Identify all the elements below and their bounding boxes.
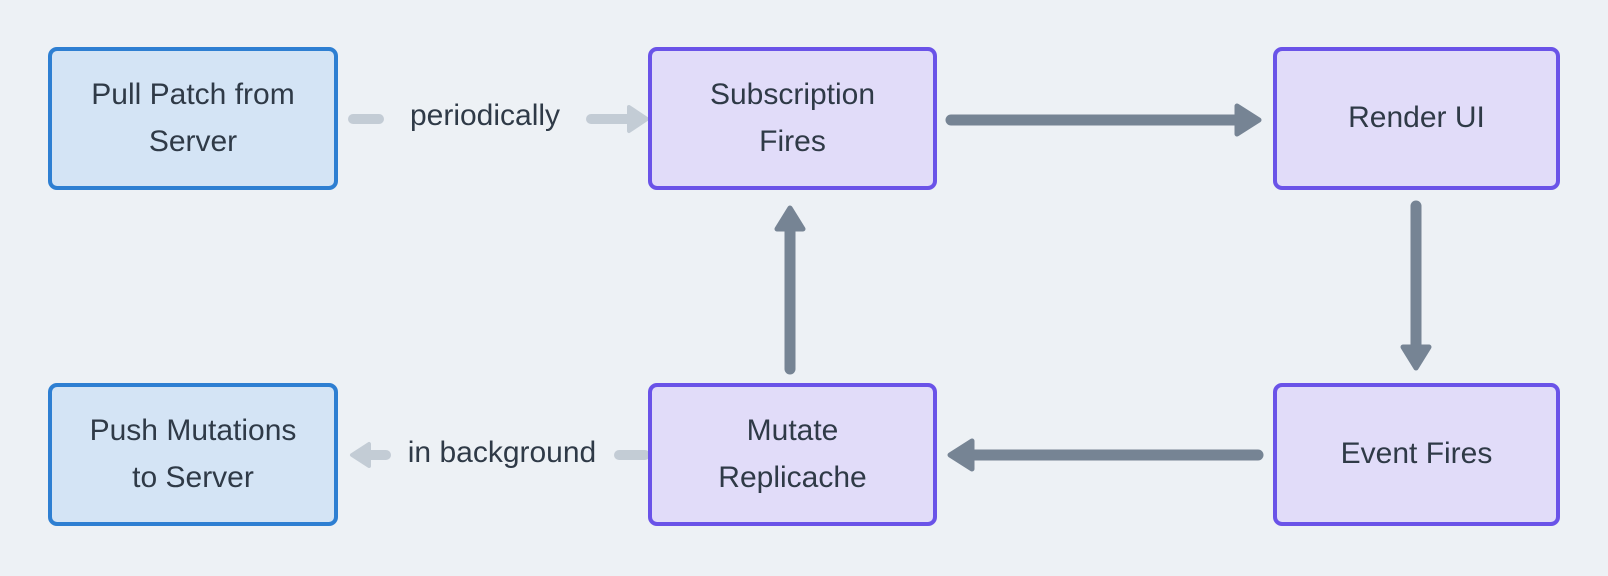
arrowhead-right-icon [1234, 103, 1262, 137]
edge-mutate-to-subscription [774, 205, 806, 375]
arrowhead-left-icon [947, 438, 975, 472]
node-mutate-replicache: Mutate Replicache [648, 383, 937, 526]
edge-event-to-mutate [947, 438, 1264, 472]
node-label: Pull Patch from Server [91, 78, 295, 158]
node-push-mutations-to-server: Push Mutations to Server [48, 383, 338, 526]
node-event-fires: Event Fires [1273, 383, 1560, 526]
edge-label-periodically: periodically [409, 99, 561, 132]
arrowhead-left-icon [350, 442, 371, 468]
arrowhead-up-icon [774, 205, 806, 232]
arrowhead-down-icon [1400, 344, 1432, 371]
node-subscription-fires: Subscription Fires [648, 47, 937, 190]
edge-label-in-background: in background [407, 436, 597, 469]
node-label: Push Mutations to Server [89, 414, 297, 494]
node-label: Mutate Replicache [718, 414, 867, 494]
node-label: Subscription Fires [709, 78, 876, 158]
node-label: Event Fires [1340, 437, 1493, 471]
node-pull-patch-from-server: Pull Patch from Server [48, 47, 338, 190]
arrowhead-right-icon [627, 105, 649, 133]
edge-subscription-to-render [945, 103, 1262, 137]
node-label: Render UI [1348, 101, 1485, 135]
node-render-ui: Render UI [1273, 47, 1560, 190]
edge-render-to-event [1400, 200, 1432, 371]
